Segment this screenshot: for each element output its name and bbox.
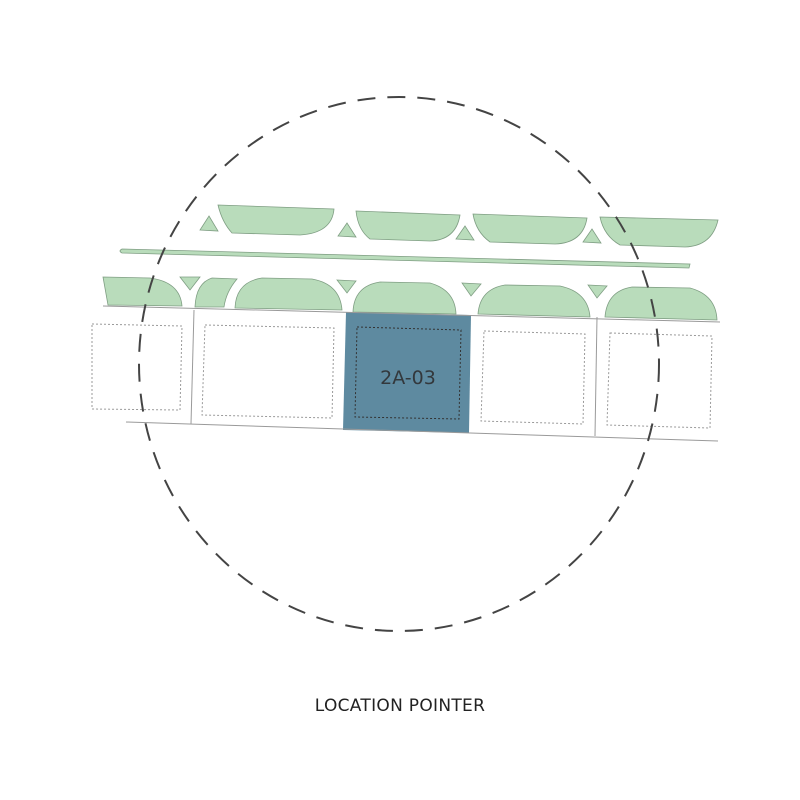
planter-triangle (337, 222, 357, 238)
planter (102, 276, 183, 307)
unit-label: 2A-03 (380, 367, 436, 389)
lower-greenery-row (102, 276, 718, 321)
planter (472, 213, 588, 245)
planter-triangle (461, 282, 482, 297)
caption: LOCATION POINTER (314, 696, 486, 716)
planter (477, 284, 591, 318)
planter-triangle (336, 279, 357, 294)
planter (194, 277, 238, 308)
planter-triangle (587, 284, 608, 299)
planter (352, 281, 457, 315)
unit-row: 2A-03 (91, 305, 721, 442)
location-pointer-circle (138, 96, 660, 632)
upper-greenery-row (119, 204, 719, 269)
planter (217, 204, 335, 236)
planter (355, 210, 461, 242)
planter (604, 286, 718, 321)
planter-triangle (455, 225, 475, 241)
planter-triangle (199, 215, 219, 232)
hedge-strip (119, 248, 691, 269)
highlighted-unit[interactable] (343, 312, 471, 433)
planter-triangle (179, 276, 201, 291)
planter (599, 216, 719, 248)
planter-triangle (582, 228, 602, 244)
planter (234, 277, 343, 311)
